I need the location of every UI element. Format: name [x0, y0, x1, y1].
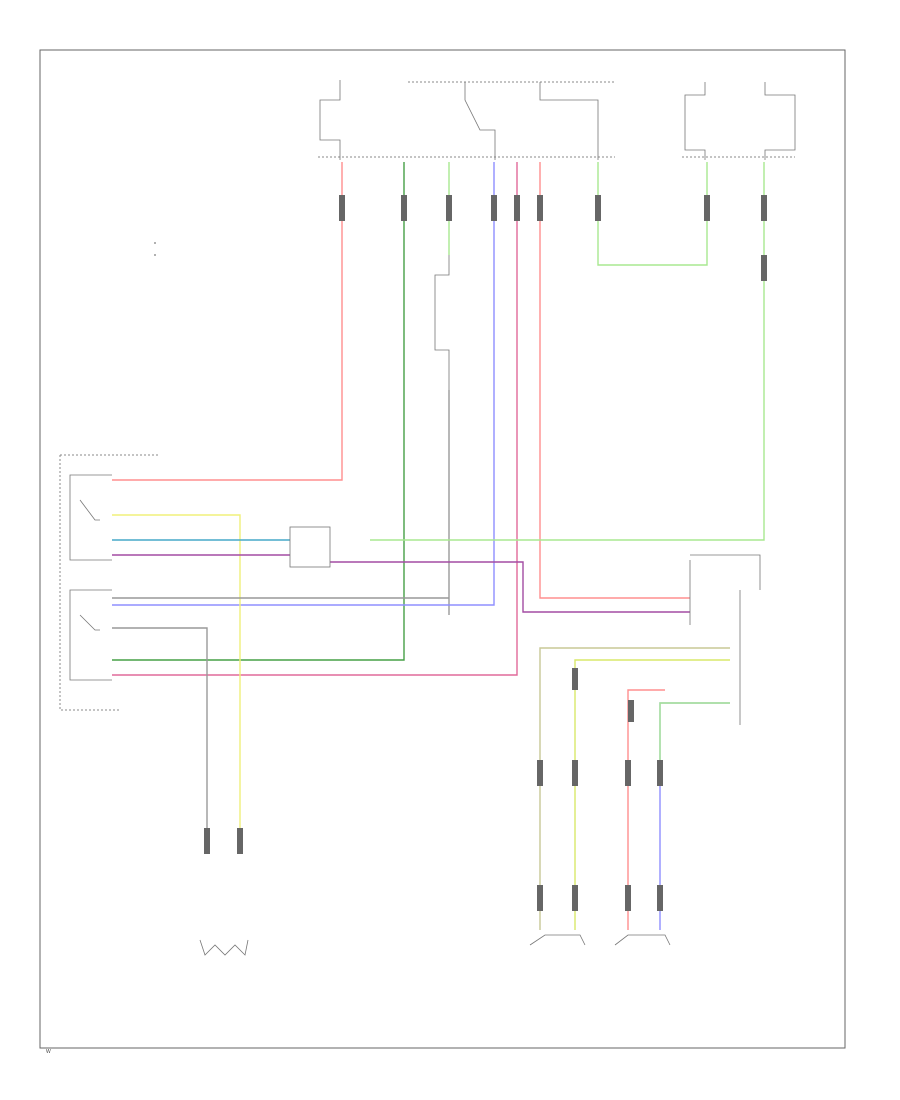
center-module	[289, 526, 331, 568]
connector-16	[657, 760, 663, 786]
connector-15	[625, 760, 631, 786]
connector-2	[401, 195, 407, 221]
switch-blade-lower	[79, 614, 100, 631]
relay-fuse-a	[684, 82, 706, 160]
connector-6	[537, 195, 543, 221]
sensor-left	[199, 939, 249, 956]
wire-blue-2	[659, 702, 730, 930]
connector-8	[704, 195, 710, 221]
connector-markers	[204, 195, 767, 911]
diagram-border	[39, 49, 846, 1049]
connector-3	[446, 195, 452, 221]
connector-10	[761, 255, 767, 281]
wire-lightgreen-2	[597, 162, 708, 266]
wire-green-1	[112, 162, 405, 661]
wire-yellowgreen-1	[574, 659, 730, 930]
wire-blue-1	[112, 162, 495, 606]
wire-lightgreen-3	[370, 162, 765, 541]
switch-blade-upper	[79, 499, 100, 521]
fuse-right-loop	[539, 82, 599, 160]
connector-7	[595, 195, 601, 221]
ecu-box-top	[690, 554, 761, 590]
legend-mark-1	[154, 242, 156, 244]
wire-lightgreen-4	[659, 702, 730, 760]
connector-22	[628, 700, 634, 722]
ground-switch	[434, 255, 450, 390]
sensor-middle	[529, 934, 586, 946]
connector-20	[657, 885, 663, 911]
wire-purple-2	[330, 561, 690, 613]
connector-18	[572, 885, 578, 911]
footer-code: W	[46, 1049, 51, 1055]
wire-red-2	[539, 162, 690, 599]
connector-12	[237, 828, 243, 854]
connector-17	[537, 885, 543, 911]
wire-tan-1	[539, 647, 730, 930]
switch-upper	[69, 474, 112, 561]
connector-11	[204, 828, 210, 854]
connector-19	[625, 885, 631, 911]
relay-fuse-b	[764, 82, 796, 160]
connector-21	[572, 668, 578, 690]
switch-lower	[69, 589, 112, 681]
legend-mark-2	[154, 254, 156, 256]
switch-assembly-box	[59, 455, 120, 711]
wire-red-3	[627, 689, 665, 930]
relay-switch-top	[464, 82, 496, 160]
connector-4	[491, 195, 497, 221]
wire-yellow-1	[112, 514, 241, 840]
wire-red-1	[112, 162, 343, 481]
wire-pink-1	[112, 162, 518, 676]
connector-1	[339, 195, 345, 221]
connector-5	[514, 195, 520, 221]
connector-14	[572, 760, 578, 786]
wire-gray-2	[112, 627, 208, 840]
fuse-left	[319, 80, 341, 160]
connector-9	[761, 195, 767, 221]
connector-13	[537, 760, 543, 786]
sensor-right	[614, 934, 671, 946]
